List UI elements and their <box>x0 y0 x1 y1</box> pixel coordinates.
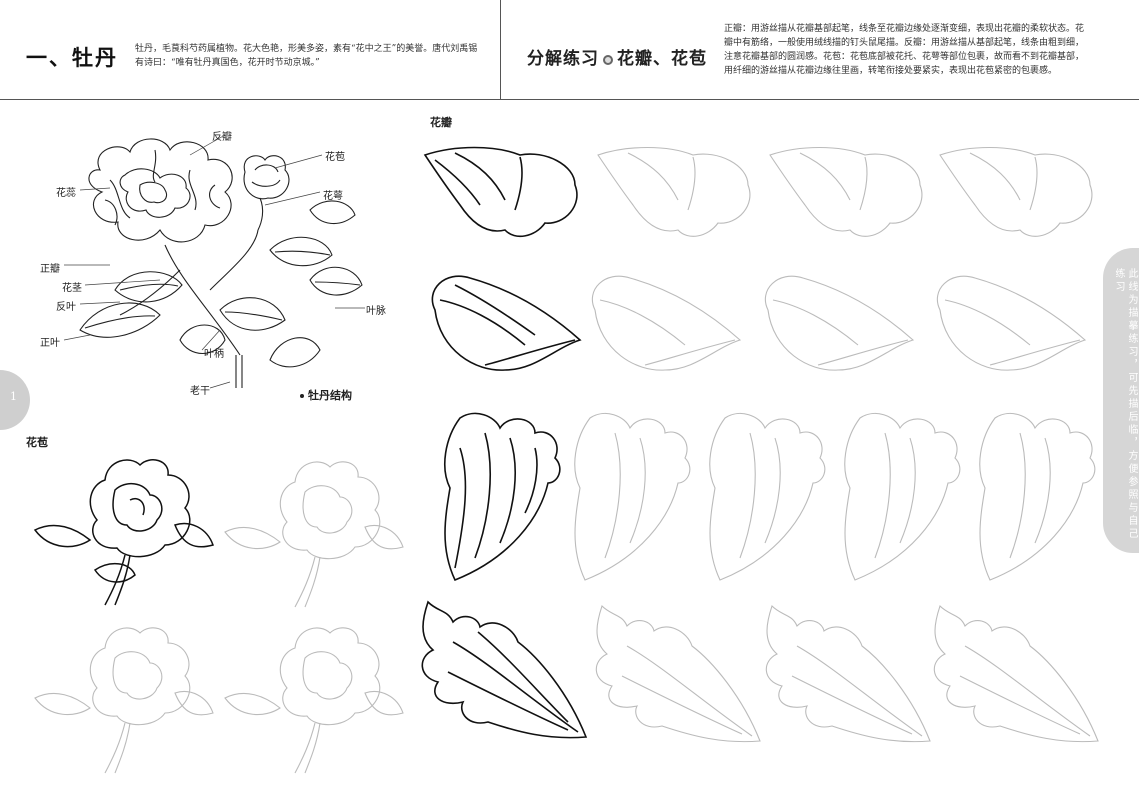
bud-trace-2 <box>34 627 214 774</box>
petal-row4-trace-1 <box>595 604 761 743</box>
bud-section-label: 花苞 <box>26 436 48 449</box>
bullet-circle-icon <box>603 54 613 65</box>
exercise-title-sub: 花瓣、花苞 <box>617 49 707 69</box>
bud-trace-1 <box>224 461 404 608</box>
page-number: 1 <box>10 390 17 403</box>
label-fanban: 反瓣 <box>212 132 232 143</box>
petal-section-label: 花瓣 <box>430 116 452 129</box>
petal-row2-trace-1 <box>591 275 742 371</box>
peony-structure-illustration <box>63 134 365 389</box>
header-column-divider <box>500 0 501 99</box>
side-tip-tab <box>1103 248 1139 553</box>
section-title: 一、牡丹 <box>26 45 118 70</box>
label-laogan: 老干 <box>190 386 210 397</box>
petal-row1-solid <box>423 146 578 238</box>
petal-row3-solid <box>444 412 561 582</box>
exercise-title: 分解练习花瓣、花苞 <box>527 44 707 69</box>
petal-row1-trace-3 <box>939 146 1093 237</box>
bud-trace-3 <box>224 627 404 774</box>
petal-row2-trace-2 <box>764 275 915 371</box>
petal-row3-trace-3 <box>844 413 961 581</box>
label-huarui: 花蕊 <box>56 188 76 199</box>
header-divider <box>0 99 1139 100</box>
bullet-dot-icon <box>300 394 304 398</box>
petal-row2-trace-3 <box>936 275 1087 371</box>
petal-row1-trace-2 <box>769 146 923 237</box>
section-intro: 牡丹，毛茛科芍药属植物。花大色艳，形美多姿，素有“花中之王”的美誉。唐代刘禹锡有… <box>135 44 478 68</box>
petal-row4-trace-3 <box>933 604 1099 743</box>
label-yemai: 叶脉 <box>366 306 386 317</box>
exercise-title-main: 分解练习 <box>527 49 599 69</box>
petal-row4-solid <box>421 600 588 739</box>
label-zhengye: 正叶 <box>40 338 60 349</box>
petal-row1-trace-1 <box>597 146 751 237</box>
petal-row3-trace-2 <box>709 413 826 581</box>
diagram-caption: 牡丹结构 <box>300 387 352 403</box>
bud-drawing-solid <box>33 459 214 606</box>
label-huajing: 花茎 <box>62 283 82 294</box>
label-yebing: 叶柄 <box>204 349 224 360</box>
petal-row3-trace-4 <box>979 413 1096 581</box>
petal-row4-trace-2 <box>765 604 931 743</box>
label-zhengban: 正瓣 <box>40 264 60 275</box>
label-fanye: 反叶 <box>56 302 76 313</box>
label-huabao: 花苞 <box>325 152 345 163</box>
label-huae: 花萼 <box>323 191 343 202</box>
petal-row2-solid <box>431 275 582 371</box>
side-tip-text: 此线为描摹练习，可先描后临，方便参照与自己练习 <box>1113 268 1137 541</box>
exercise-intro: 正瓣：用游丝描从花瓣基部起笔，线条至花瓣边缘处逐渐变细，表现出花瓣的柔软状态。花… <box>724 24 1085 76</box>
petal-row3-trace-1 <box>574 413 691 581</box>
